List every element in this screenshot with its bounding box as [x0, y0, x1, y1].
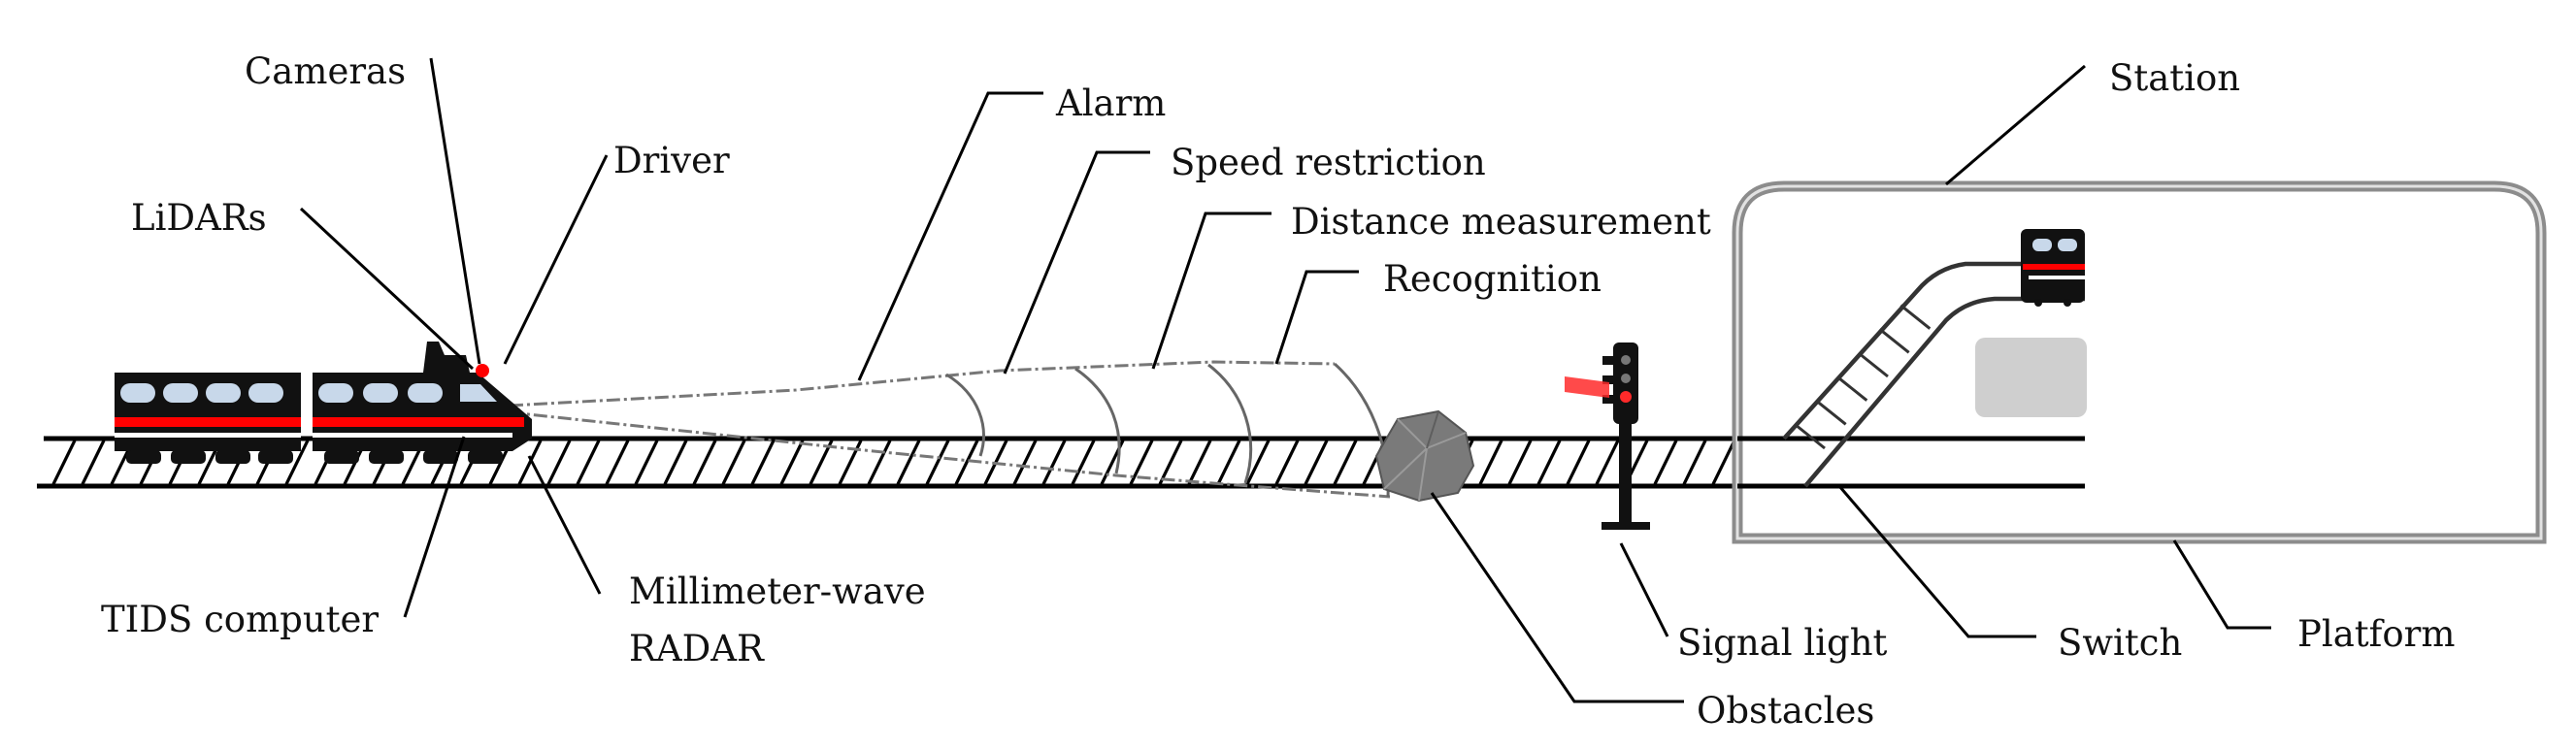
leader-driver [503, 154, 609, 365]
sensor-beams [509, 360, 1391, 499]
switch-tie [1836, 375, 1868, 402]
leader-lines [299, 57, 2271, 703]
track-tie [1653, 440, 1678, 485]
beam-lower [509, 410, 1391, 499]
track-tie [1187, 440, 1212, 485]
label-tids-computer: TIDS computer [101, 599, 379, 640]
range-arc-3 [1207, 363, 1253, 484]
label-platform: Platform [2297, 613, 2455, 655]
track-tie [1566, 440, 1591, 485]
labels: Cameras LiDARs Driver TIDS computer Mill… [101, 50, 2455, 732]
leader-tids [403, 436, 466, 618]
track-tie [925, 440, 950, 485]
track-tie [750, 440, 776, 485]
station-outline-inner [1735, 184, 2543, 540]
leader-recognition [1274, 270, 1359, 365]
signal-glow [1565, 376, 1609, 398]
track-tie [284, 440, 310, 485]
track-tie [1012, 440, 1038, 485]
track-tie [779, 440, 805, 485]
switch-branch-ties [1795, 304, 1932, 450]
track-tie [867, 440, 892, 485]
range-arc-2 [1074, 367, 1121, 474]
leader-lidars [299, 207, 475, 371]
switch-tie [1795, 423, 1826, 450]
leader-distance [1151, 212, 1271, 370]
track-tie [1158, 440, 1183, 485]
signal-light [1565, 342, 1650, 530]
label-signal-light: Signal light [1677, 622, 1888, 664]
switch-tie [1878, 328, 1910, 354]
track-tie [954, 440, 979, 485]
track-tie [1507, 440, 1533, 485]
track-tie [1304, 440, 1329, 485]
track-tie [1129, 440, 1154, 485]
switch-tie [1858, 351, 1889, 378]
leader-cameras [429, 57, 481, 365]
platform-block [1975, 338, 2087, 417]
switch-branch [1782, 261, 2085, 488]
track-tie [692, 440, 717, 485]
label-speed-restriction: Speed restriction [1171, 142, 1486, 183]
range-arc-4 [1334, 362, 1390, 498]
track-tie [1274, 440, 1300, 485]
track-tie [517, 440, 543, 485]
label-obstacles: Obstacles [1697, 690, 1874, 732]
track-tie [51, 440, 77, 485]
leader-switch [1837, 485, 2036, 638]
track-tie [1711, 440, 1736, 485]
track-tie [1071, 440, 1096, 485]
leader-alarm [857, 91, 1043, 381]
track-tie [1216, 440, 1241, 485]
switch-tie [1899, 304, 1932, 330]
track-tie [896, 440, 921, 485]
track-tie [1595, 440, 1620, 485]
label-radar-line1: Millimeter-wave [629, 571, 926, 612]
leader-obstacles [1430, 492, 1684, 703]
label-station: Station [2109, 57, 2240, 99]
label-distance-measurement: Distance measurement [1291, 201, 1711, 243]
label-alarm: Alarm [1055, 82, 1166, 124]
train-front-car [313, 342, 532, 464]
track-tie [1333, 440, 1358, 485]
track-tie [721, 440, 746, 485]
label-radar-line2: RADAR [629, 628, 765, 669]
leader-speed [1003, 150, 1150, 375]
leader-station [1945, 64, 2086, 186]
track-tie [838, 440, 863, 485]
leader-platform [2172, 539, 2271, 630]
leader-radar [527, 455, 602, 595]
track-tie [1478, 440, 1503, 485]
station-building [1732, 180, 2547, 544]
switch-tie [1815, 400, 1847, 426]
label-cameras: Cameras [245, 50, 406, 92]
train-rear-car [115, 373, 301, 464]
track-tie [1041, 440, 1067, 485]
lidar-sensor-dot [476, 364, 489, 377]
track-tie [1536, 440, 1562, 485]
track-tie [663, 440, 688, 485]
obstacle-rock [1374, 409, 1475, 503]
track-tie [1682, 440, 1707, 485]
label-recognition: Recognition [1383, 258, 1602, 300]
track-tie [634, 440, 659, 485]
train [115, 342, 532, 464]
label-switch: Switch [2058, 622, 2182, 664]
track-tie [1245, 440, 1271, 485]
track-tie [576, 440, 601, 485]
track-tie [81, 440, 106, 485]
label-lidars: LiDARs [131, 197, 267, 239]
leader-signal [1619, 542, 1669, 637]
range-arc-1 [945, 373, 985, 457]
station-train [2021, 229, 2085, 307]
track-tie [605, 440, 630, 485]
beam-upper [509, 360, 1336, 408]
label-driver: Driver [613, 140, 730, 181]
track-tie [546, 440, 572, 485]
